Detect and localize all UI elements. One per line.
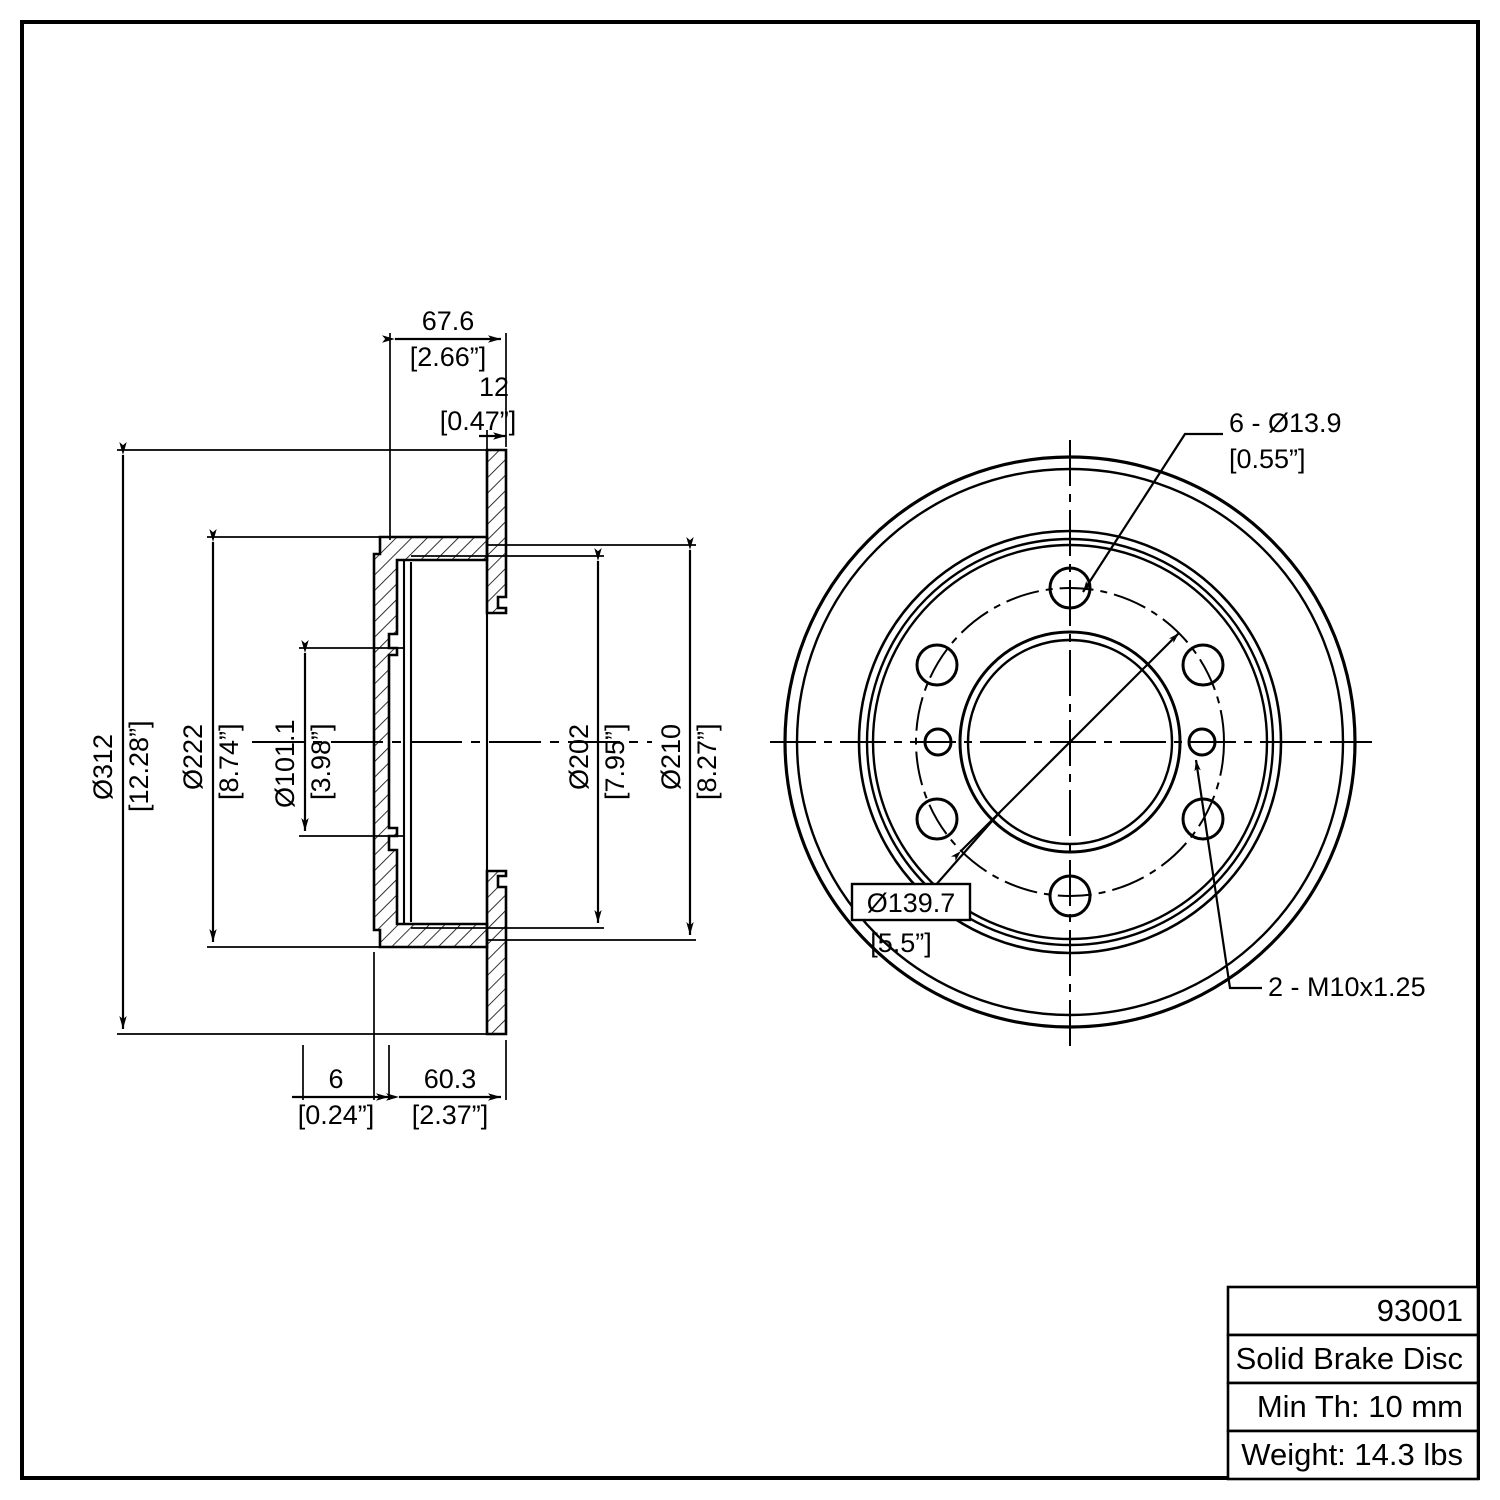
bolt-circle-box <box>850 882 972 922</box>
callout-threaded-line1: 2 - M10x1.25 <box>1268 972 1426 1002</box>
friction-inner-circle-2 <box>865 537 1275 947</box>
dimension-lines <box>119 442 694 1029</box>
threaded-hole <box>1187 727 1217 757</box>
lug-hole <box>1048 874 1092 918</box>
label-friction-inner-metric: Ø210 <box>656 724 686 790</box>
leader-threaded-holes <box>1194 759 1262 990</box>
bolt-circle-construction <box>915 587 1225 897</box>
label-overall-diameter-metric: Ø312 <box>88 734 118 800</box>
label-hat-diameter-imperial: [8.74”] <box>214 723 244 800</box>
label-disc-thickness-metric: 12 <box>479 372 509 402</box>
label-flange-thickness-imperial: [0.24”] <box>298 1100 375 1130</box>
callout-bolt-circle-metric: Ø139.7 <box>867 888 956 918</box>
lug-hole <box>1181 643 1225 687</box>
outer-chamfer-circle <box>795 467 1345 1017</box>
label-overall-height-metric: 67.6 <box>422 306 475 336</box>
dimension-labels-horizontal: 67.6 [2.66”] 12 [0.47”] 6 [0.24”] 60.3 [… <box>298 306 517 1130</box>
front-view: 6 - Ø13.9 [0.55”] 2 - M10x1.25 Ø139.7 [5… <box>770 408 1426 1046</box>
title-block: 93001 Solid Brake Disc Min Th: 10 mm Wei… <box>1226 1285 1480 1481</box>
label-disc-thickness-imperial: [0.47”] <box>440 406 517 436</box>
sheet-border <box>20 20 1480 1480</box>
callout-bolt-circle: Ø139.7 [5.5”] <box>850 632 1180 958</box>
rotor-ring-upper <box>485 448 508 615</box>
title-block-min-thickness: Min Th: 10 mm <box>1257 1389 1463 1424</box>
label-center-bore-metric: Ø101.1 <box>270 719 300 808</box>
label-center-bore-imperial: [3.98”] <box>306 723 336 800</box>
label-overall-diameter-imperial: [12.28”] <box>124 720 154 812</box>
hat-outer-circle <box>871 543 1269 941</box>
leader-bolt-circle <box>926 811 1001 896</box>
section-view: Ø312 [12.28”] Ø222 [8.74”] Ø101.1 [3.98”… <box>88 306 722 1130</box>
leader-lug-holes <box>1082 432 1223 593</box>
label-overall-height-imperial: [2.66”] <box>410 342 487 372</box>
label-inner-ring-metric: Ø202 <box>564 724 594 790</box>
label-flange-thickness-metric: 6 <box>328 1064 343 1094</box>
label-friction-inner-imperial: [8.27”] <box>692 723 722 800</box>
callout-threaded-holes: 2 - M10x1.25 <box>1194 759 1426 1002</box>
rotor-ring-lower <box>485 869 508 1036</box>
outer-edge-circle <box>783 455 1357 1029</box>
dimension-labels-vertical: Ø312 [12.28”] Ø222 [8.74”] Ø101.1 [3.98”… <box>88 719 722 812</box>
lug-hole <box>1181 797 1225 841</box>
callout-lug-holes: 6 - Ø13.9 [0.55”] <box>1082 408 1342 593</box>
label-hat-depth-imperial: [2.37”] <box>412 1100 489 1130</box>
callout-lug-line2: [0.55”] <box>1229 444 1306 474</box>
friction-inner-circle <box>857 529 1283 955</box>
callout-lug-line1: 6 - Ø13.9 <box>1229 408 1342 438</box>
title-block-part-number: 93001 <box>1377 1293 1463 1328</box>
callout-bolt-circle-imperial: [5.5”] <box>870 928 932 958</box>
label-inner-ring-imperial: [7.95”] <box>600 723 630 800</box>
label-hat-diameter-metric: Ø222 <box>178 724 208 790</box>
dimension-lines-horizontal <box>292 335 506 1101</box>
extension-lines <box>117 333 696 1100</box>
title-block-weight: Weight: 14.3 lbs <box>1241 1437 1463 1472</box>
label-hat-depth-metric: 60.3 <box>424 1064 477 1094</box>
title-block-description: Solid Brake Disc <box>1236 1341 1463 1376</box>
